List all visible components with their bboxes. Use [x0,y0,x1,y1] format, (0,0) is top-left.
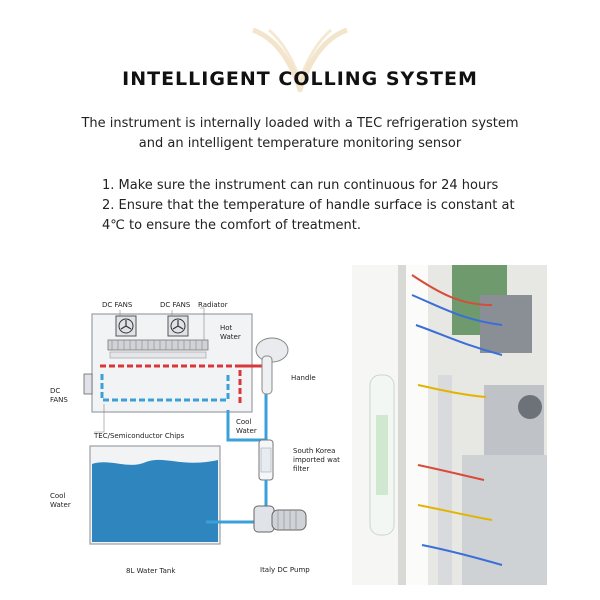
label-cool-water-left-1: Cool [50,492,65,500]
radiator-icon [107,339,209,359]
feature-points: 1. Make sure the instrument can run cont… [102,176,522,236]
label-dc-fans-side-1: DC [50,387,60,395]
cool-pipe-return [226,410,266,442]
label-hot-water-1: Hot [220,324,233,332]
water-filter-icon [258,439,274,481]
label-hot-water-2: Water [220,333,241,341]
tank-water [92,459,218,542]
point-1: 1. Make sure the instrument can run cont… [102,178,499,193]
handle-icon [255,337,289,395]
label-filter-3: filter [293,465,309,473]
fan-icon [167,315,189,337]
pump-icon [253,505,307,533]
label-filter-2: imported water [293,456,340,464]
point-2-line-2: 4℃ to ensure the comfort of treatment. [102,218,361,233]
label-tec-chips: TEC/Semiconductor Chips [93,432,185,440]
point-2-line-1: 2. Ensure that the temperature of handle… [102,198,515,213]
label-pump: Italy DC Pump [260,566,310,574]
label-tank: 8L Water Tank [126,567,176,575]
cool-pipe-loop [100,372,230,402]
side-fan-icon [83,373,93,395]
label-cool-water-left-2: Water [50,501,71,509]
intro-line-1: The instrument is internally loaded with… [81,116,519,131]
label-radiator: Radiator [198,301,228,309]
page-title: INTELLIGENT COLLING SYSTEM [122,68,478,90]
label-cool-water-2: Water [236,427,257,435]
brand-logo-icon [252,28,348,92]
intro-text: The instrument is internally loaded with… [60,114,540,154]
fan-icon [115,315,137,337]
label-dc-fans-side-2: FANS [50,396,68,404]
label-handle: Handle [291,374,316,382]
intro-line-2: and an intelligent temperature monitorin… [138,136,462,151]
interior-photo [352,265,547,585]
label-filter-1: South Korea [293,447,335,455]
cooling-system-diagram: DC FANS DC FANS Radiator Hot Water Handl… [50,301,340,575]
label-cool-water-1: Cool [236,418,251,426]
label-dc-fans-2: DC FANS [160,301,191,309]
label-dc-fans-1: DC FANS [102,301,133,309]
